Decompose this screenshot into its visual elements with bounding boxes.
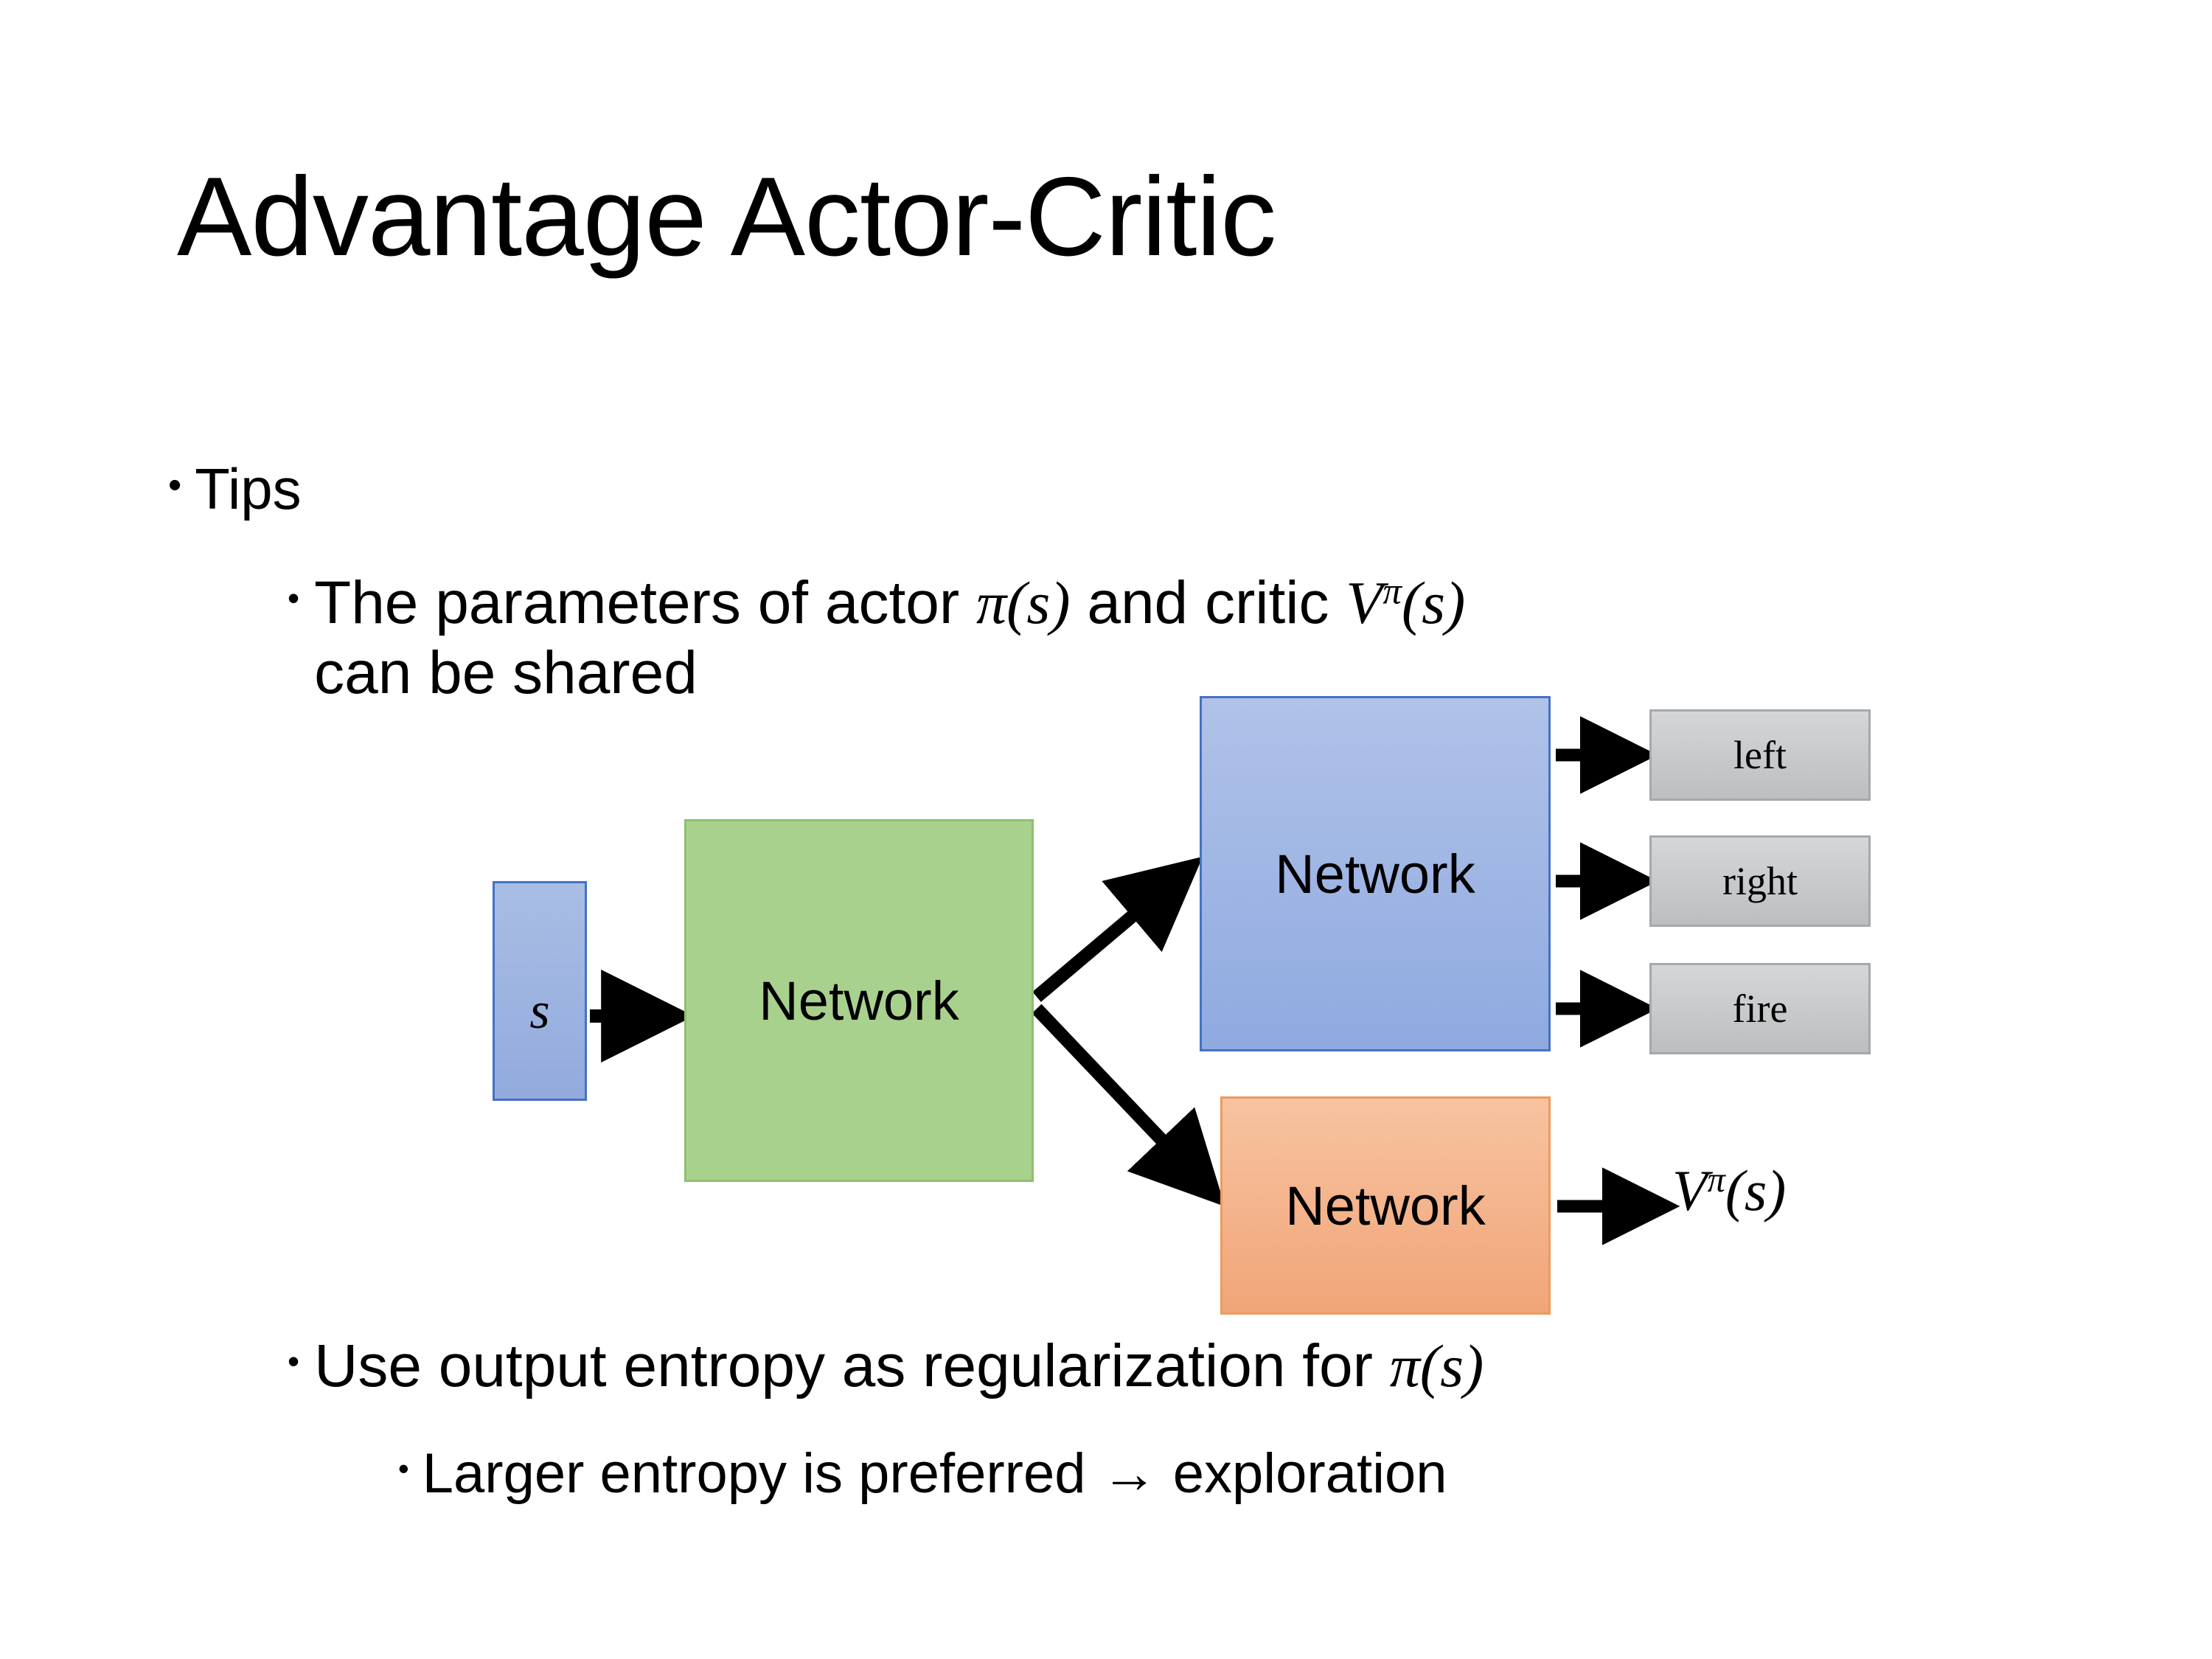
- pi-of-s-formula: π(s): [975, 569, 1071, 636]
- bullet-marker-icon: •: [398, 1451, 409, 1486]
- action-box-fire: fire: [1649, 963, 1871, 1054]
- value-pi-superscript: π: [1707, 1160, 1725, 1200]
- arrow-shared-to-critic: [1032, 1004, 1225, 1207]
- v-argument: (s): [1401, 569, 1466, 636]
- bullet-larger-entropy-label: Larger entropy is preferred → exploratio…: [422, 1442, 1447, 1505]
- pi-of-s-formula: π(s): [1389, 1332, 1484, 1399]
- params-text-line2: can be shared: [314, 639, 698, 707]
- v-pi-of-s-formula: Vπ(s): [1346, 569, 1465, 636]
- action-label-right: right: [1722, 859, 1798, 903]
- bullet-marker-icon: •: [288, 1342, 300, 1380]
- bullet-tips: • Tips: [168, 456, 302, 521]
- action-box-right: right: [1649, 835, 1871, 927]
- action-label-fire: fire: [1732, 987, 1788, 1031]
- bullet-shared-parameters: • The parameters of actor π(s) and criti…: [288, 568, 2146, 708]
- bullet-larger-entropy: • Larger entropy is preferred → explorat…: [398, 1441, 2168, 1506]
- arrow-shared-to-actor: [1032, 856, 1203, 1002]
- value-function-output: Vπ(s): [1672, 1158, 1786, 1224]
- pi-superscript: π: [1382, 570, 1402, 612]
- actor-network-label: Network: [1275, 843, 1475, 905]
- value-symbol: V: [1672, 1158, 1708, 1222]
- bullet-shared-parameters-text: The parameters of actor π(s) and critic …: [314, 568, 2146, 708]
- value-argument: (s): [1725, 1158, 1787, 1222]
- action-box-left: left: [1649, 709, 1871, 801]
- bullet-entropy-regularization: • Use output entropy as regularization f…: [288, 1331, 2146, 1401]
- action-label-left: left: [1733, 733, 1787, 777]
- state-symbol: s: [529, 983, 550, 1040]
- bullet-entropy-text: Use output entropy as regularization for…: [314, 1331, 2146, 1401]
- bullet-tips-label: Tips: [195, 456, 302, 521]
- shared-network-box: Network: [684, 819, 1034, 1182]
- page-title: Advantage Actor-Critic: [177, 154, 1276, 279]
- v-symbol: V: [1346, 569, 1383, 636]
- params-text-lead: The parameters of actor: [314, 569, 976, 636]
- bullet-marker-icon: •: [288, 579, 300, 617]
- actor-network-box: Network: [1200, 696, 1551, 1051]
- critic-network-box: Network: [1220, 1096, 1551, 1315]
- state-input-box: s: [493, 881, 587, 1101]
- entropy-text-lead: Use output entropy as regularization for: [314, 1332, 1390, 1399]
- shared-network-label: Network: [759, 970, 959, 1032]
- bullet-marker-icon: •: [168, 464, 182, 507]
- params-text-middle: and critic: [1070, 569, 1346, 636]
- critic-network-label: Network: [1285, 1175, 1486, 1237]
